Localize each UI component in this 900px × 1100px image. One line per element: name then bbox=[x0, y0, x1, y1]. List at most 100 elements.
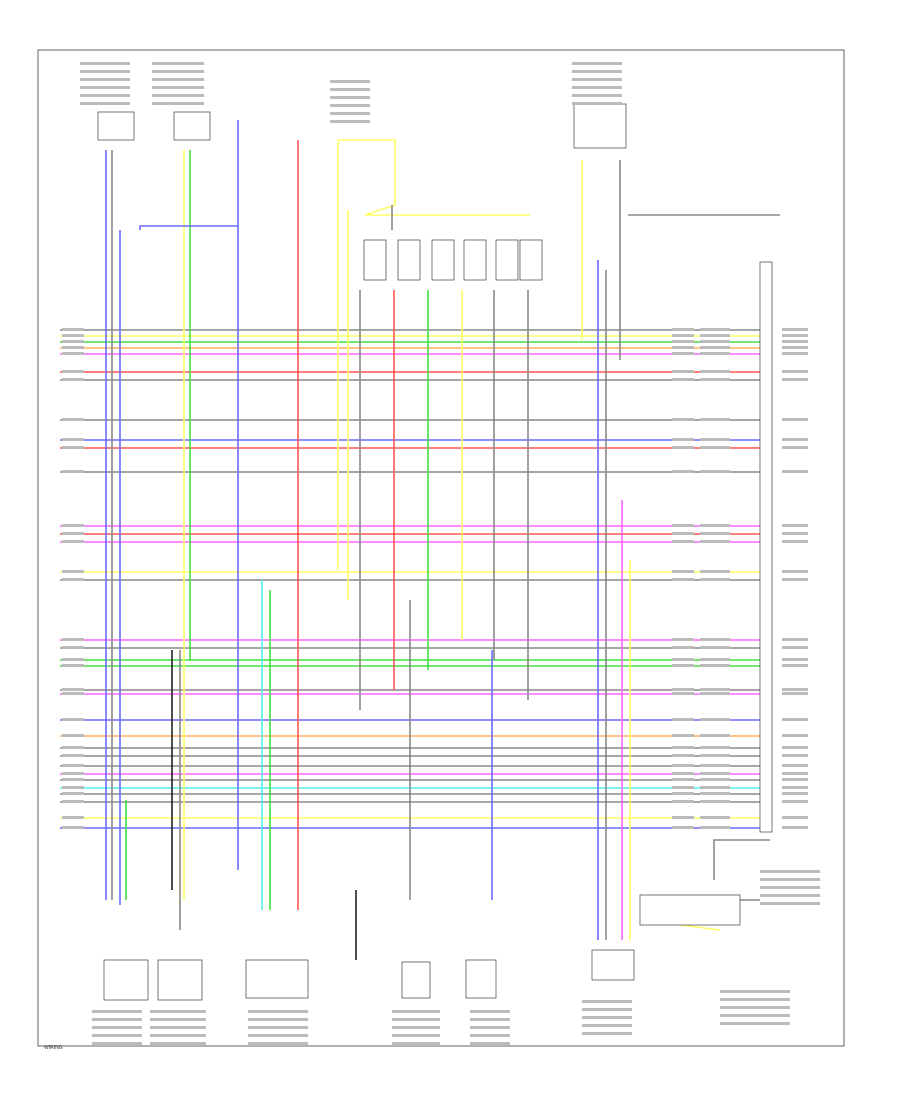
figure-code: WIRING bbox=[44, 1045, 63, 1051]
illegible-label bbox=[62, 816, 84, 819]
illegible-label bbox=[248, 1026, 308, 1029]
illegible-label bbox=[672, 470, 694, 473]
illegible-label bbox=[782, 718, 808, 721]
illegible-label bbox=[80, 70, 130, 73]
illegible-label bbox=[62, 638, 84, 641]
illegible-label bbox=[672, 772, 694, 775]
illegible-label bbox=[672, 664, 694, 667]
illegible-label bbox=[62, 578, 84, 581]
illegible-label bbox=[782, 352, 808, 355]
illegible-label bbox=[720, 1014, 790, 1017]
illegible-label bbox=[672, 792, 694, 795]
illegible-label bbox=[62, 746, 84, 749]
illegible-label bbox=[62, 826, 84, 829]
illegible-label bbox=[782, 328, 808, 331]
illegible-label bbox=[700, 800, 730, 803]
illegible-label bbox=[782, 334, 808, 337]
illegible-label bbox=[62, 524, 84, 527]
relay bbox=[463, 239, 487, 281]
illegible-label bbox=[700, 378, 730, 381]
illegible-label bbox=[782, 524, 808, 527]
illegible-label bbox=[62, 346, 84, 349]
illegible-label bbox=[782, 734, 808, 737]
illegible-label bbox=[582, 1032, 632, 1035]
illegible-label bbox=[62, 658, 84, 661]
junction-box bbox=[639, 894, 741, 926]
illegible-label bbox=[672, 524, 694, 527]
jumper-wire bbox=[139, 225, 238, 230]
illegible-label bbox=[62, 328, 84, 331]
illegible-label bbox=[720, 1022, 790, 1025]
illegible-label bbox=[62, 786, 84, 789]
illegible-label bbox=[760, 878, 820, 881]
blower-motor bbox=[401, 961, 431, 999]
illegible-label bbox=[782, 418, 808, 421]
illegible-label bbox=[470, 1034, 510, 1037]
jumper-wire bbox=[713, 839, 770, 880]
illegible-labels bbox=[62, 62, 820, 1045]
illegible-label bbox=[572, 70, 622, 73]
illegible-label bbox=[62, 352, 84, 355]
illegible-label bbox=[782, 532, 808, 535]
illegible-label bbox=[760, 886, 820, 889]
illegible-label bbox=[782, 438, 808, 441]
illegible-label bbox=[700, 532, 730, 535]
illegible-label bbox=[700, 524, 730, 527]
illegible-label bbox=[700, 734, 730, 737]
illegible-label bbox=[672, 540, 694, 543]
data-link-connector bbox=[591, 949, 635, 981]
illegible-label bbox=[470, 1042, 510, 1045]
illegible-label bbox=[700, 334, 730, 337]
illegible-label bbox=[248, 1018, 308, 1021]
illegible-label bbox=[782, 754, 808, 757]
illegible-label bbox=[782, 346, 808, 349]
illegible-label bbox=[700, 792, 730, 795]
illegible-label bbox=[720, 998, 790, 1001]
relay bbox=[363, 239, 387, 281]
illegible-label bbox=[62, 646, 84, 649]
illegible-label bbox=[62, 734, 84, 737]
illegible-label bbox=[782, 792, 808, 795]
illegible-label bbox=[672, 346, 694, 349]
relay bbox=[397, 239, 421, 281]
illegible-label bbox=[150, 1034, 206, 1037]
illegible-label bbox=[330, 88, 370, 91]
illegible-label bbox=[700, 692, 730, 695]
illegible-label bbox=[700, 540, 730, 543]
illegible-label bbox=[672, 764, 694, 767]
illegible-label bbox=[700, 664, 730, 667]
illegible-label bbox=[700, 772, 730, 775]
illegible-label bbox=[80, 78, 130, 81]
illegible-label bbox=[700, 470, 730, 473]
relay bbox=[495, 239, 519, 281]
illegible-label bbox=[330, 112, 370, 115]
wire-harness bbox=[60, 120, 780, 960]
illegible-label bbox=[782, 746, 808, 749]
headlamp-switch-right bbox=[173, 111, 211, 141]
illegible-label bbox=[782, 646, 808, 649]
illegible-label bbox=[62, 778, 84, 781]
illegible-label bbox=[782, 658, 808, 661]
illegible-label bbox=[80, 86, 130, 89]
illegible-label bbox=[152, 62, 204, 65]
illegible-label bbox=[248, 1034, 308, 1037]
illegible-label bbox=[150, 1018, 206, 1021]
illegible-label bbox=[700, 340, 730, 343]
illegible-label bbox=[470, 1010, 510, 1013]
illegible-label bbox=[62, 334, 84, 337]
illegible-label bbox=[672, 800, 694, 803]
illegible-label bbox=[248, 1010, 308, 1013]
illegible-label bbox=[62, 570, 84, 573]
components bbox=[97, 103, 773, 1001]
illegible-label bbox=[782, 570, 808, 573]
illegible-label bbox=[92, 1010, 142, 1013]
illegible-label bbox=[700, 826, 730, 829]
illegible-label bbox=[80, 94, 130, 97]
illegible-label bbox=[92, 1034, 142, 1037]
illegible-label bbox=[672, 692, 694, 695]
illegible-label bbox=[760, 902, 820, 905]
illegible-label bbox=[672, 638, 694, 641]
illegible-label bbox=[720, 1006, 790, 1009]
illegible-label bbox=[760, 894, 820, 897]
